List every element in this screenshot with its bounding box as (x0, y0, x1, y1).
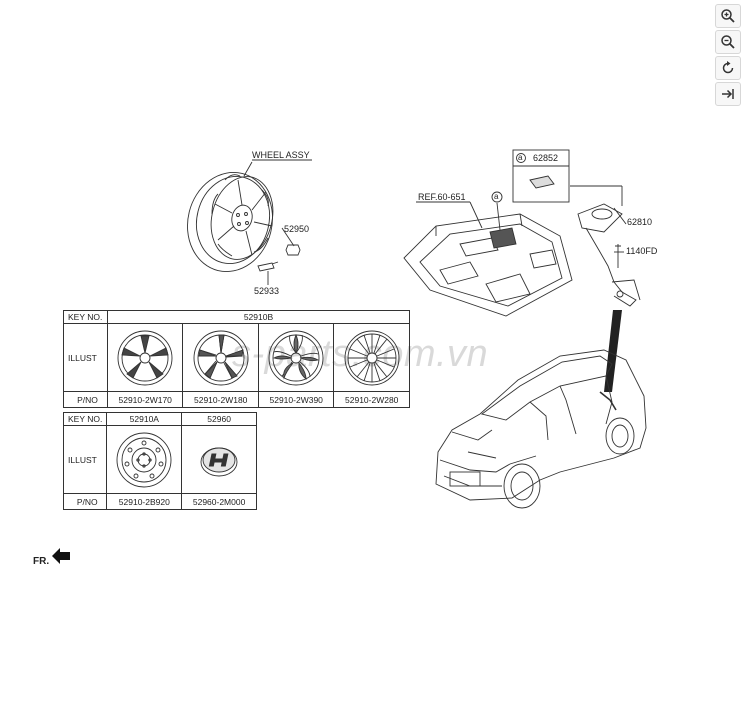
illust-header: ILLUST (63, 323, 108, 392)
key-no-value: 52910A (106, 412, 183, 426)
key-no-value: 52910B (106, 310, 411, 324)
pno-cell[interactable]: 52910-2W180 (182, 391, 259, 408)
illust-header: ILLUST (62, 425, 108, 494)
pno-cell[interactable]: 52910-2W390 (257, 391, 335, 408)
part-label-52933: 52933 (254, 286, 280, 296)
wheel-options-table: KEY NO. 52910B ILLUST P/NO 52910-2W170 5… (63, 310, 411, 408)
wheel-assy-label: WHEEL ASSY (252, 150, 310, 160)
pno-cell[interactable]: 52910-2W280 (333, 391, 410, 408)
wheel-cap-illustration (181, 425, 257, 494)
ref-label: REF.60-651 (418, 192, 466, 202)
callout-a-box-label: a (518, 153, 523, 162)
part-label-1140fd: 1140FD (626, 246, 658, 256)
rotate-icon (722, 61, 734, 74)
steel-wheel-illustration (106, 425, 183, 494)
key-no-header: KEY NO. (62, 412, 108, 426)
zoom-out-icon (721, 35, 735, 49)
fit-to-page-icon (722, 89, 734, 99)
callout-a-label: a (494, 192, 499, 201)
pno-cell[interactable]: 52910-2B920 (106, 493, 183, 510)
pno-cell[interactable]: 52960-2M000 (181, 493, 257, 510)
wheel-illustration-1 (106, 323, 184, 392)
fit-to-page-button[interactable] (715, 82, 741, 106)
pno-header: P/NO (62, 493, 108, 510)
wheel-illustration-2 (182, 323, 259, 392)
rotate-button[interactable] (715, 56, 741, 80)
steel-wheel-cap-table: KEY NO. 52910A 52960 ILLUST P/NO 52910-2… (62, 412, 257, 510)
front-arrow-icon (52, 548, 70, 564)
zoom-in-icon (721, 9, 735, 23)
key-no-header: KEY NO. (63, 310, 108, 324)
part-label-62810: 62810 (627, 217, 653, 227)
front-direction-label: FR. (33, 556, 50, 567)
pno-cell[interactable]: 52910-2W170 (106, 391, 184, 408)
part-label-62852: 62852 (533, 153, 559, 163)
zoom-out-button[interactable] (715, 30, 741, 54)
floor-panel-drawing (403, 213, 573, 317)
wheel-drawing (187, 171, 274, 273)
wheel-illustration-3 (257, 323, 335, 392)
key-no-value: 52960 (181, 412, 257, 426)
viewer-toolbar (711, 0, 744, 110)
wheel-illustration-4 (333, 323, 410, 392)
spare-tire-carrier-drawing (577, 203, 641, 307)
zoom-in-button[interactable] (715, 4, 741, 28)
pno-header: P/NO (63, 391, 108, 408)
suv-drawing (435, 349, 647, 509)
part-label-52950: 52950 (284, 224, 310, 234)
